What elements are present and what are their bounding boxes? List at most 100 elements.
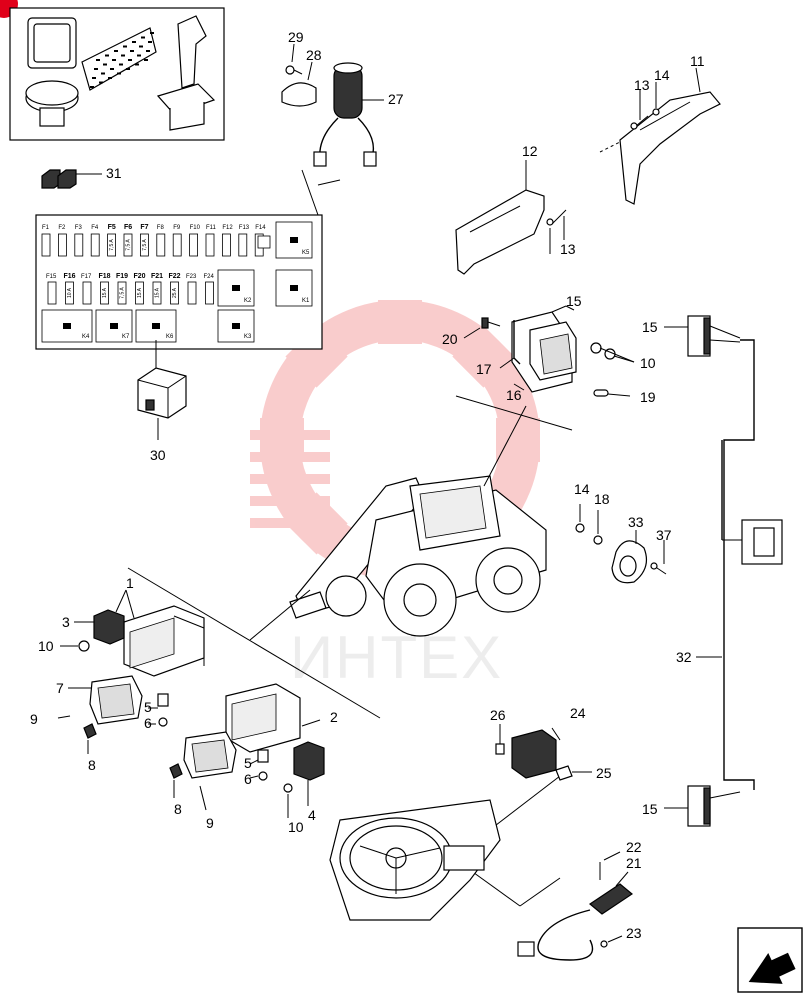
watermark-stripe: [250, 452, 330, 462]
fuse-slot: [189, 233, 199, 257]
inset-board-contact: [144, 59, 148, 61]
callout-2: 2: [330, 709, 338, 725]
fuse-slot: [58, 233, 67, 257]
fuse-label: F17: [81, 274, 92, 280]
part-22-screw: [599, 851, 621, 880]
inset-board-contact: [121, 54, 125, 57]
inset-board-contact: [123, 45, 127, 48]
part-10-bulb-left: [60, 640, 90, 652]
inset-board-contact: [96, 59, 100, 61]
callout-21: 21: [626, 855, 642, 871]
leader-machine-front: [249, 589, 311, 641]
inset-board-contact: [114, 50, 118, 52]
callout-28: 28: [306, 47, 322, 63]
fuse-slot: [117, 281, 127, 305]
fuse-label: F4: [91, 225, 99, 231]
callout-9b: 9: [206, 815, 214, 831]
callout-15b: 15: [642, 319, 658, 335]
fuse-slot: [152, 281, 162, 305]
callout-19: 19: [640, 389, 656, 405]
relay-pin: [63, 323, 71, 329]
inset-board-contact: [141, 36, 145, 39]
next-page-arrow[interactable]: [737, 927, 803, 997]
inset-board-contact: [146, 50, 150, 52]
part-37-bolt: [650, 540, 667, 575]
fuse-label: F14: [255, 225, 266, 231]
fuse-label: F6: [124, 224, 132, 231]
part-29-screw: [285, 43, 303, 75]
relay-label: K1: [302, 298, 310, 304]
part-25-clip: [555, 765, 592, 781]
watermark-stripe: [250, 496, 330, 506]
fuse-slot: [82, 281, 92, 305]
fuse-label: F8: [157, 225, 165, 231]
part-32-wiring-harness: [664, 315, 783, 827]
callout-16: 16: [506, 387, 522, 403]
fuse-label: F11: [206, 225, 217, 231]
part-24-switch: [511, 727, 561, 779]
inset-board-contact: [139, 45, 143, 48]
part-2-front-headlamp: [225, 683, 321, 753]
leader-15-lamp: [551, 305, 575, 313]
callout-37: 37: [656, 527, 672, 543]
inset-board-contact: [105, 54, 109, 57]
callout-25: 25: [596, 765, 612, 781]
callout-15a: 15: [566, 293, 582, 309]
fuse-value: 7,5 A: [109, 239, 115, 251]
fuse-label: F15: [46, 274, 57, 280]
callout-24: 24: [570, 705, 586, 721]
callout-10a: 10: [38, 638, 54, 654]
fuse-slot: [100, 281, 109, 305]
dashboard-steering-wheel: [329, 799, 501, 921]
part-33-horn: [611, 530, 647, 584]
inset-board-contact: [99, 81, 103, 84]
part-23-screw: [600, 935, 623, 948]
leader-dash-21b: [519, 877, 561, 907]
inset-board-contact: [103, 63, 107, 66]
relay-pin: [110, 323, 118, 329]
callout-3: 3: [62, 614, 70, 630]
fuse-label: F10: [190, 225, 201, 231]
leader-machine-rear: [483, 405, 527, 487]
fuse-label: F5: [108, 224, 116, 231]
part-5-6-spacers-left: [148, 693, 169, 727]
inset-board-contact: [90, 86, 94, 88]
relay-pin: [232, 285, 240, 291]
callout-4: 4: [308, 807, 316, 823]
board-socket: [257, 235, 271, 249]
relay-pin: [152, 323, 160, 329]
part-13-14-screws-top: [630, 82, 660, 130]
leader-fuseboard-tick: [317, 179, 341, 186]
callout-14a: 14: [654, 67, 670, 83]
callout-11: 11: [690, 53, 705, 69]
callout-17: 17: [476, 361, 492, 377]
inset-board-contact: [137, 54, 141, 57]
inset-board-contact: [94, 68, 98, 70]
callout-8b: 8: [174, 801, 182, 817]
fuse-value: 10 A: [67, 287, 73, 298]
inset-board-contacts: [90, 32, 154, 88]
fuse-value: 15 A: [155, 287, 161, 298]
callout-10b: 10: [288, 819, 304, 835]
callout-7: 7: [56, 680, 64, 696]
leader-fuseboard: [301, 169, 319, 216]
callout-5a: 5: [144, 699, 152, 715]
fuse-slot: [238, 233, 248, 257]
callout-18: 18: [594, 491, 610, 507]
inset-board-contact: [150, 32, 154, 34]
callout-26: 26: [490, 707, 506, 723]
part-lamp-second: [183, 731, 237, 779]
callout-8a: 8: [88, 757, 96, 773]
relay-label: K5: [302, 250, 310, 256]
inset-board-contact: [148, 41, 152, 43]
part-7-work-lamp: [68, 675, 143, 725]
fuse-slot: [65, 281, 74, 305]
part-30-relay: [137, 340, 187, 440]
callout-9a: 9: [30, 711, 38, 727]
callout-15c: 15: [642, 801, 658, 817]
part-11-bracket: [599, 67, 721, 205]
fuse-slot: [74, 233, 84, 257]
inset-board-contact: [108, 77, 112, 79]
relay-label: K6: [166, 334, 174, 340]
